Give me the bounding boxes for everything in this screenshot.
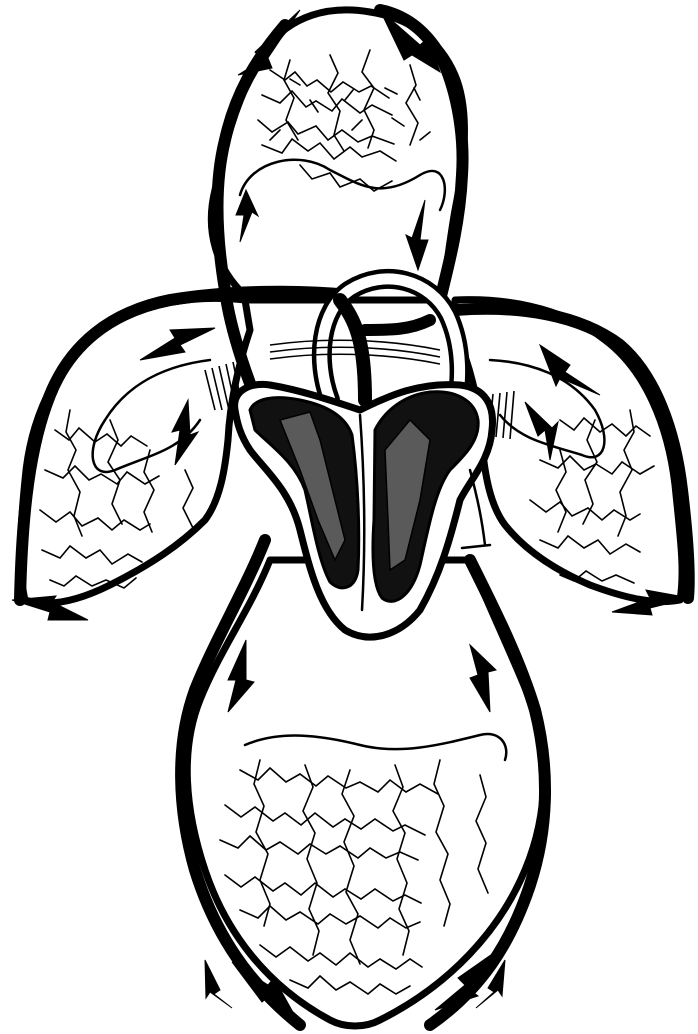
arrow-lower-left-mid [205, 960, 232, 1008]
left-capillary-bed [20, 298, 250, 603]
